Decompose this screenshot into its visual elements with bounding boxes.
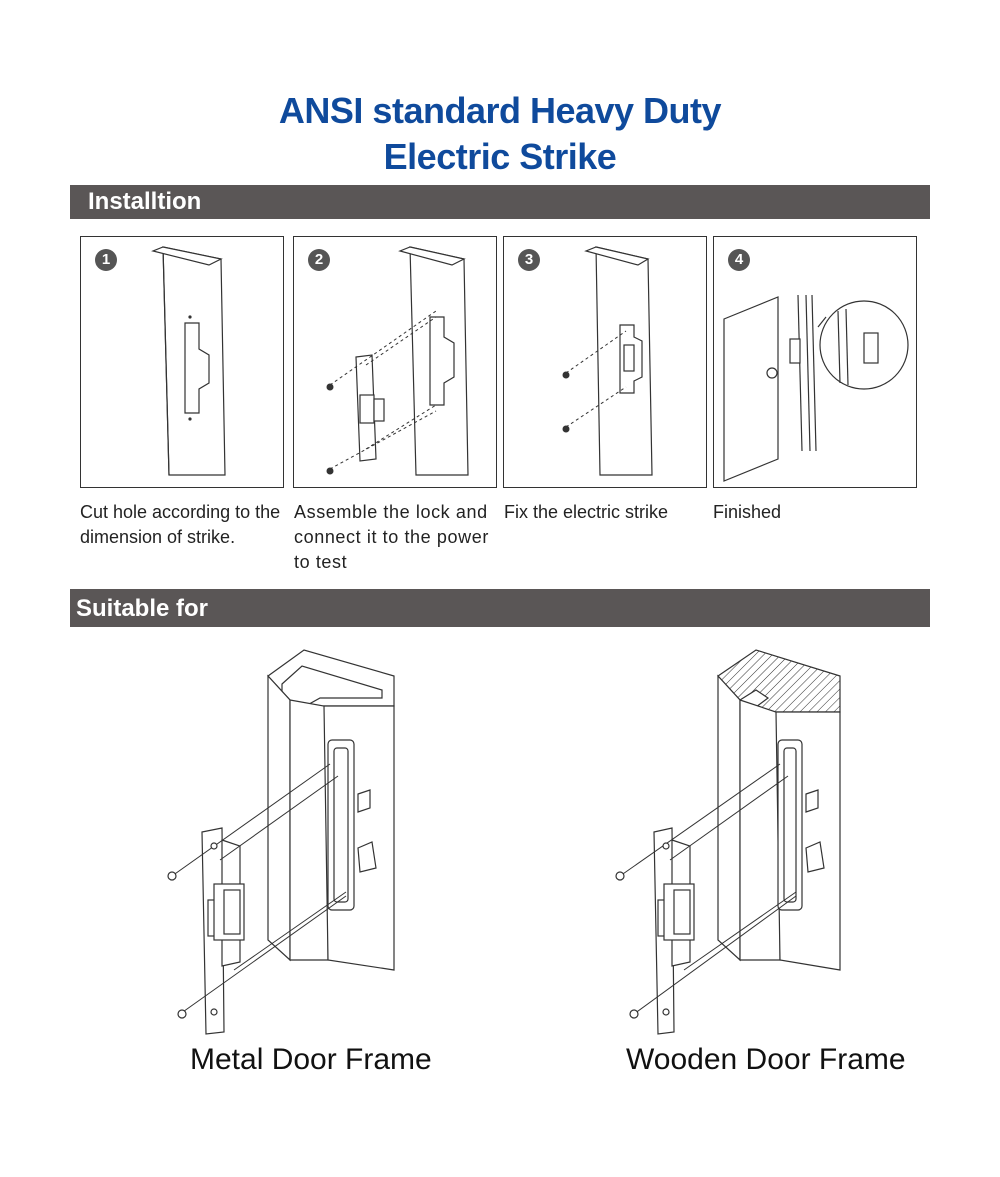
step-3-illustration [562,246,653,476]
step-1-caption: Cut hole according to the dimension of s… [80,502,281,547]
step-4-panel: 4 [713,236,917,488]
step-1-number-badge: 1 [95,249,117,271]
step-3-panel: 3 [503,236,707,488]
page-title-line-2: Electric Strike [383,136,617,177]
step-2-illustration [326,246,469,476]
metal-door-frame-illustration [167,649,395,1035]
step-2-number-badge: 2 [308,249,330,271]
step-4-caption: Finished [713,502,782,522]
step-1-illustration [151,246,226,476]
step-2-panel: 2 [293,236,497,488]
suitable-for-section-header: Suitable for [70,589,930,627]
step-4-number-badge: 4 [728,249,750,271]
wooden-door-frame-illustration [615,649,841,1035]
step-3-caption: Fix the electric strike [504,502,669,522]
metal-door-frame-label: Metal Door Frame [190,1043,432,1076]
step-2-caption: Assemble the lock and connect it to the … [294,502,489,572]
wooden-door-frame-label: Wooden Door Frame [626,1043,906,1076]
page-title-line-1: ANSI standard Heavy Duty [278,90,722,131]
step-1-panel: 1 [80,236,284,488]
step-4-illustration [723,294,909,482]
step-3-number-badge: 3 [518,249,540,271]
installation-section-header: Installtion [70,185,930,219]
